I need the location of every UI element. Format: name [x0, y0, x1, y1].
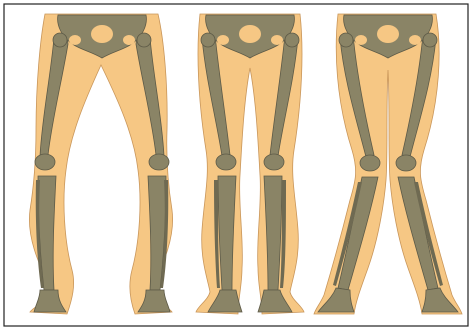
knee-right [149, 154, 169, 170]
pelvis-opening [239, 25, 261, 43]
knee-left [360, 155, 380, 171]
pelvis-opening [91, 25, 113, 43]
femur-head-left [53, 33, 67, 47]
knee-left [216, 154, 236, 170]
femur-head-left [201, 33, 215, 47]
obturator-left [217, 35, 229, 45]
femur-head-left [339, 33, 353, 47]
knee-right [396, 155, 416, 171]
femur-head-right [423, 33, 437, 47]
femur-head-right [285, 33, 299, 47]
knee-left [35, 154, 55, 170]
knee-right [264, 154, 284, 170]
obturator-left [69, 35, 81, 45]
obturator-right [271, 35, 283, 45]
femur-head-right [137, 33, 151, 47]
obturator-right [409, 35, 421, 45]
obturator-left [355, 35, 367, 45]
obturator-right [123, 35, 135, 45]
pelvis-opening [377, 25, 399, 43]
